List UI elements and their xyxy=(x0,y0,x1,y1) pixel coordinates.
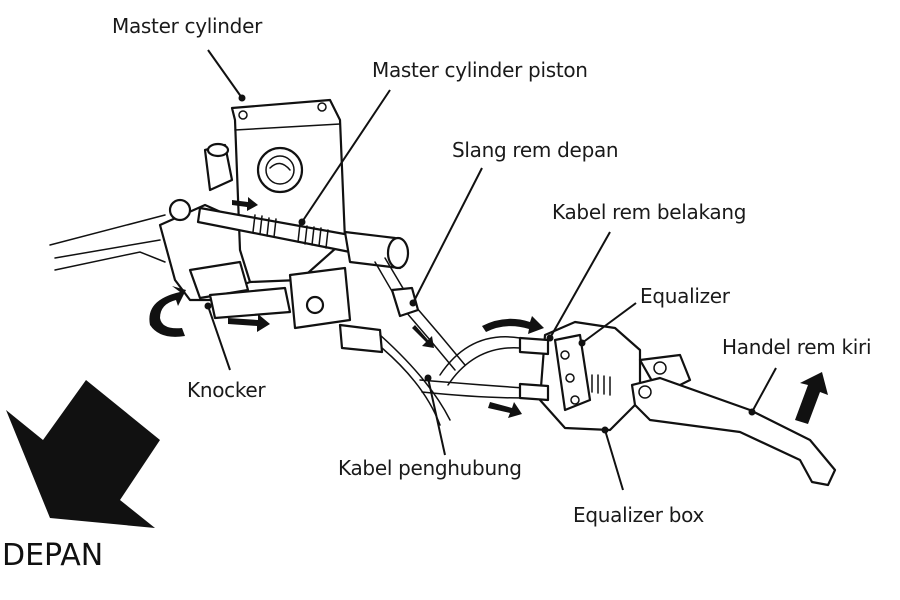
front-brake-hose xyxy=(374,257,466,371)
label-slang-rem-depan: Slang rem depan xyxy=(452,138,619,162)
push-arrow-icon xyxy=(488,402,522,418)
label-handel-rem-kiri: Handel rem kiri xyxy=(722,335,872,359)
label-kabel-penghubung: Kabel penghubung xyxy=(338,456,522,480)
left-brake-lever xyxy=(630,353,837,487)
lever-up-arrow-icon xyxy=(795,372,828,424)
label-knocker: Knocker xyxy=(187,378,266,402)
direction-label-depan: DEPAN xyxy=(2,538,104,573)
curve-arrow-icon xyxy=(482,316,544,334)
label-master-cylinder: Master cylinder xyxy=(112,14,263,38)
label-kabel-rem-belakang: Kabel rem belakang xyxy=(552,200,747,224)
push-arrow-icon xyxy=(232,197,258,211)
flow-arrow-icon xyxy=(412,325,434,348)
leader-lines xyxy=(204,49,777,491)
equalizer-box xyxy=(518,320,642,432)
label-equalizer-box: Equalizer box xyxy=(573,503,705,527)
handlebar xyxy=(49,214,166,271)
motion-arrows xyxy=(149,197,828,424)
label-master-cylinder-piston: Master cylinder piston xyxy=(372,58,588,82)
push-arrow-icon xyxy=(228,314,270,332)
rotate-arrow-icon xyxy=(149,286,186,337)
label-equalizer: Equalizer xyxy=(640,284,730,308)
front-direction-arrow-icon xyxy=(6,380,160,528)
